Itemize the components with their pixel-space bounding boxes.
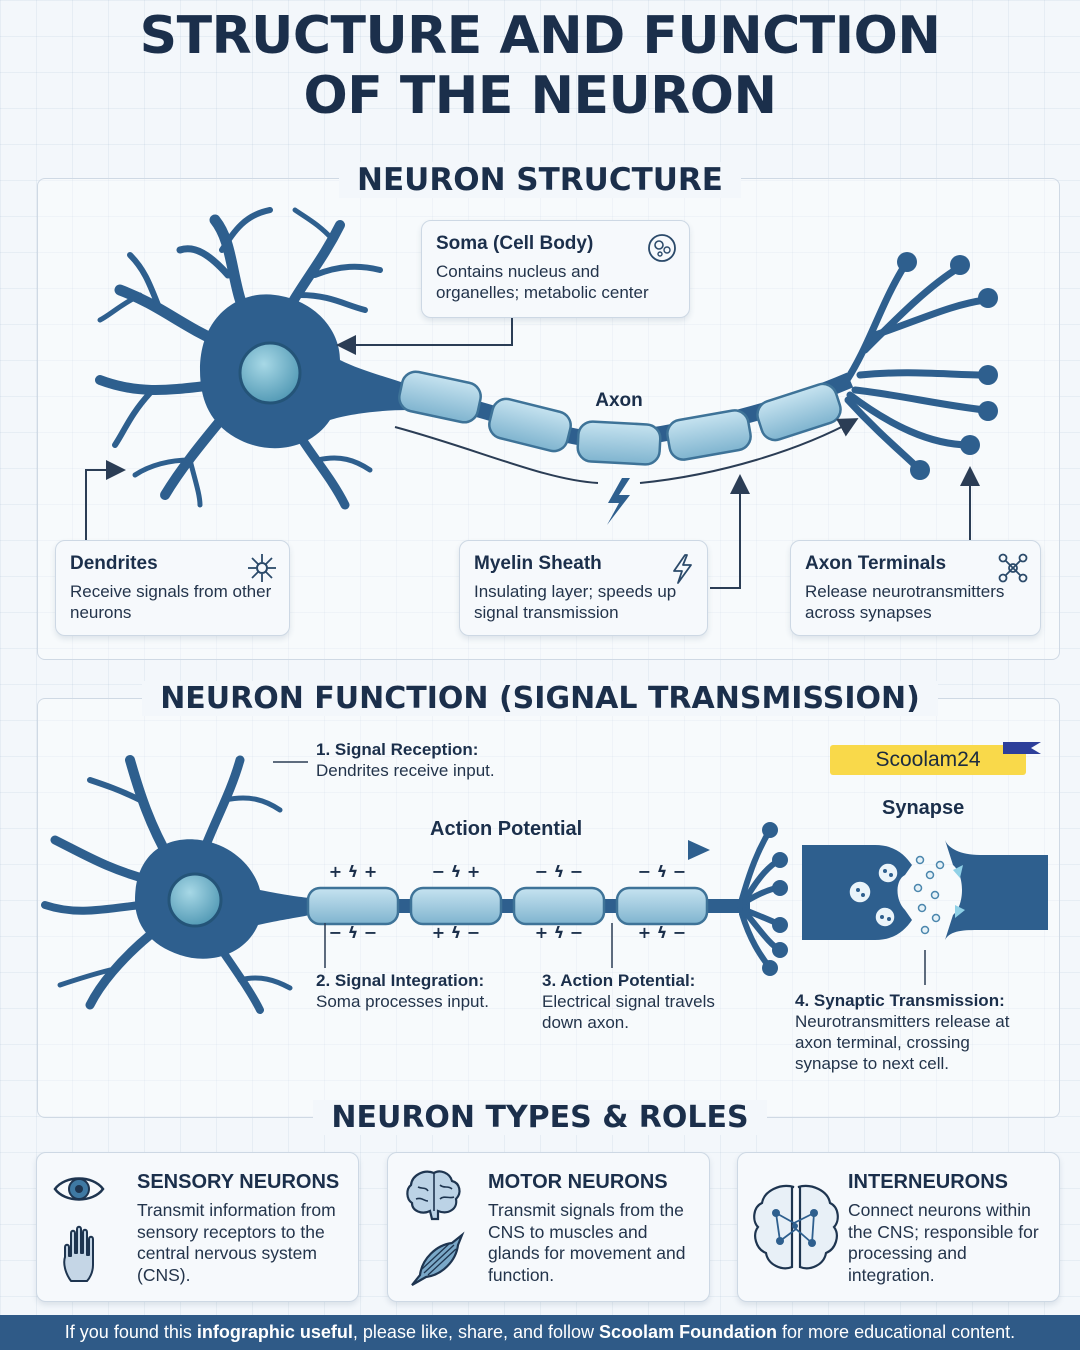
terminals-card-title: Axon Terminals (805, 553, 947, 574)
page-title: STRUCTURE AND FUNCTION OF THE NEURON (0, 6, 1080, 126)
step-2-text: Soma processes input. (316, 992, 489, 1011)
brain-network-icon (753, 1184, 839, 1270)
charge-top-1: + ϟ + (329, 862, 378, 881)
synapse-label: Synapse (882, 797, 965, 819)
footer-text-3: for more educational content. (777, 1322, 1016, 1342)
soma-body-2 (135, 839, 310, 959)
charge-top-2: − ϟ + (432, 862, 481, 881)
membrane-charges: + ϟ + − ϟ + − ϟ − − ϟ − − ϟ − + ϟ − + ϟ … (329, 862, 687, 942)
axon-label: Axon (595, 390, 643, 411)
step-1: 1. Signal Reception: Dendrites receive i… (316, 740, 576, 781)
dendrites-card: Dendrites Receive signals from other neu… (55, 540, 290, 636)
signal-arrow-right (639, 418, 859, 484)
brand-text: Scoolam24 (875, 748, 981, 771)
footer-text-1: If you found this (64, 1322, 197, 1342)
lightning-icon (673, 554, 692, 584)
title-line-1: STRUCTURE AND FUNCTION (139, 6, 941, 66)
soma-card-text: Contains nucleus and organelles; metabol… (436, 262, 649, 302)
soma-pointer (336, 317, 513, 355)
action-potential-label: Action Potential (430, 818, 583, 840)
myelin-pointer (710, 474, 750, 589)
charge-top-3: − ϟ − (535, 862, 584, 881)
footer-bold-2: Scoolam Foundation (599, 1322, 778, 1342)
motor-title: MOTOR NEURONS (488, 1171, 668, 1193)
dendrites-card-title: Dendrites (70, 553, 158, 574)
synapse-graphic (802, 840, 1048, 940)
flag-icon (1003, 742, 1041, 754)
function-heading: NEURON FUNCTION (SIGNAL TRANSMISSION) (0, 679, 1080, 719)
step-3-text: Electrical signal travels down axon. (542, 992, 715, 1032)
muscle-icon (411, 1231, 465, 1286)
footer-bold-1: infographic useful (196, 1322, 353, 1342)
interneurons-text: Connect neurons within the CNS; responsi… (848, 1200, 1039, 1285)
sensory-text: Transmit information from sensory recept… (137, 1200, 336, 1285)
soma-body (200, 294, 410, 449)
brand-badge: Scoolam24 (830, 745, 1026, 775)
step-2-title: 2. Signal Integration: (316, 971, 485, 990)
myelin-card-text: Insulating layer; speeds up signal trans… (474, 582, 677, 622)
motor-text: Transmit signals from the CNS to muscles… (488, 1200, 686, 1285)
soma-card: Soma (Cell Body) Contains nucleus and or… (421, 220, 690, 318)
step-4: 4. Synaptic Transmission: Neurotransmitt… (795, 991, 1035, 1074)
step-3-title: 3. Action Potential: (542, 971, 696, 990)
terminals-card-text: Release neurotransmitters across synapse… (805, 582, 1005, 622)
title-line-2: OF THE NEURON (303, 66, 777, 126)
neuron-structure-diagram: Axon (85, 207, 998, 589)
structure-heading: NEURON STRUCTURE (0, 160, 1080, 200)
axon-terminal-knobs-2 (762, 822, 788, 976)
action-potential-arrow-head (688, 840, 710, 860)
charge-bottom-2: + ϟ − (432, 923, 481, 942)
interneurons-title: INTERNEURONS (848, 1171, 1009, 1193)
motor-card: MOTOR NEURONS Transmit signals from the … (387, 1152, 710, 1302)
signal-transmission-diagram: + ϟ + − ϟ + − ϟ − − ϟ − − ϟ − + ϟ − + ϟ … (41, 755, 1048, 1014)
terminals-card: Axon Terminals Release neurotransmitters… (790, 540, 1041, 636)
myelin-segments-2 (306, 886, 709, 926)
step-1-title: 1. Signal Reception: (316, 740, 479, 759)
eye-icon (53, 1177, 105, 1201)
footer-text-2: , please like, share, and follow (352, 1322, 600, 1342)
brain-icon (406, 1170, 461, 1221)
types-heading: NEURON TYPES & ROLES (0, 1098, 1080, 1138)
dendrite-icon (248, 554, 276, 582)
sensory-title: SENSORY NEURONS (137, 1171, 340, 1193)
charge-top-4: − ϟ − (638, 862, 687, 881)
charge-bottom-1: − ϟ − (329, 923, 378, 942)
lightning-icon (607, 478, 630, 525)
step-2: 2. Signal Integration: Soma processes in… (316, 971, 531, 1012)
sensory-card: SENSORY NEURONS Transmit information fro… (36, 1152, 359, 1302)
myelin-card: Myelin Sheath Insulating layer; speeds u… (459, 540, 708, 636)
step-3: 3. Action Potential: Electrical signal t… (542, 971, 752, 1033)
network-icon (998, 553, 1028, 583)
myelin-segments (398, 370, 842, 466)
step-4-title: 4. Synaptic Transmission: (795, 991, 1005, 1010)
interneurons-card: INTERNEURONS Connect neurons within the … (737, 1152, 1060, 1302)
cell-icon (648, 234, 676, 262)
myelin-card-title: Myelin Sheath (474, 553, 602, 574)
step-4-text: Neurotransmitters release at axon termin… (795, 1012, 1010, 1073)
soma-card-title: Soma (Cell Body) (436, 233, 594, 254)
nucleus-2 (167, 872, 223, 928)
dendrite-pointer (85, 460, 126, 540)
signal-arrow-left (394, 426, 599, 484)
nucleus (238, 341, 302, 405)
charge-bottom-4: + ϟ − (638, 923, 687, 942)
axon-terminal-knobs (897, 252, 998, 480)
footer-banner: If you found this infographic useful, pl… (0, 1315, 1080, 1350)
hand-icon (63, 1225, 94, 1282)
step-1-text: Dendrites receive input. (316, 761, 495, 780)
charge-bottom-3: + ϟ − (535, 923, 584, 942)
dendrites-card-text: Receive signals from other neurons (70, 582, 272, 622)
